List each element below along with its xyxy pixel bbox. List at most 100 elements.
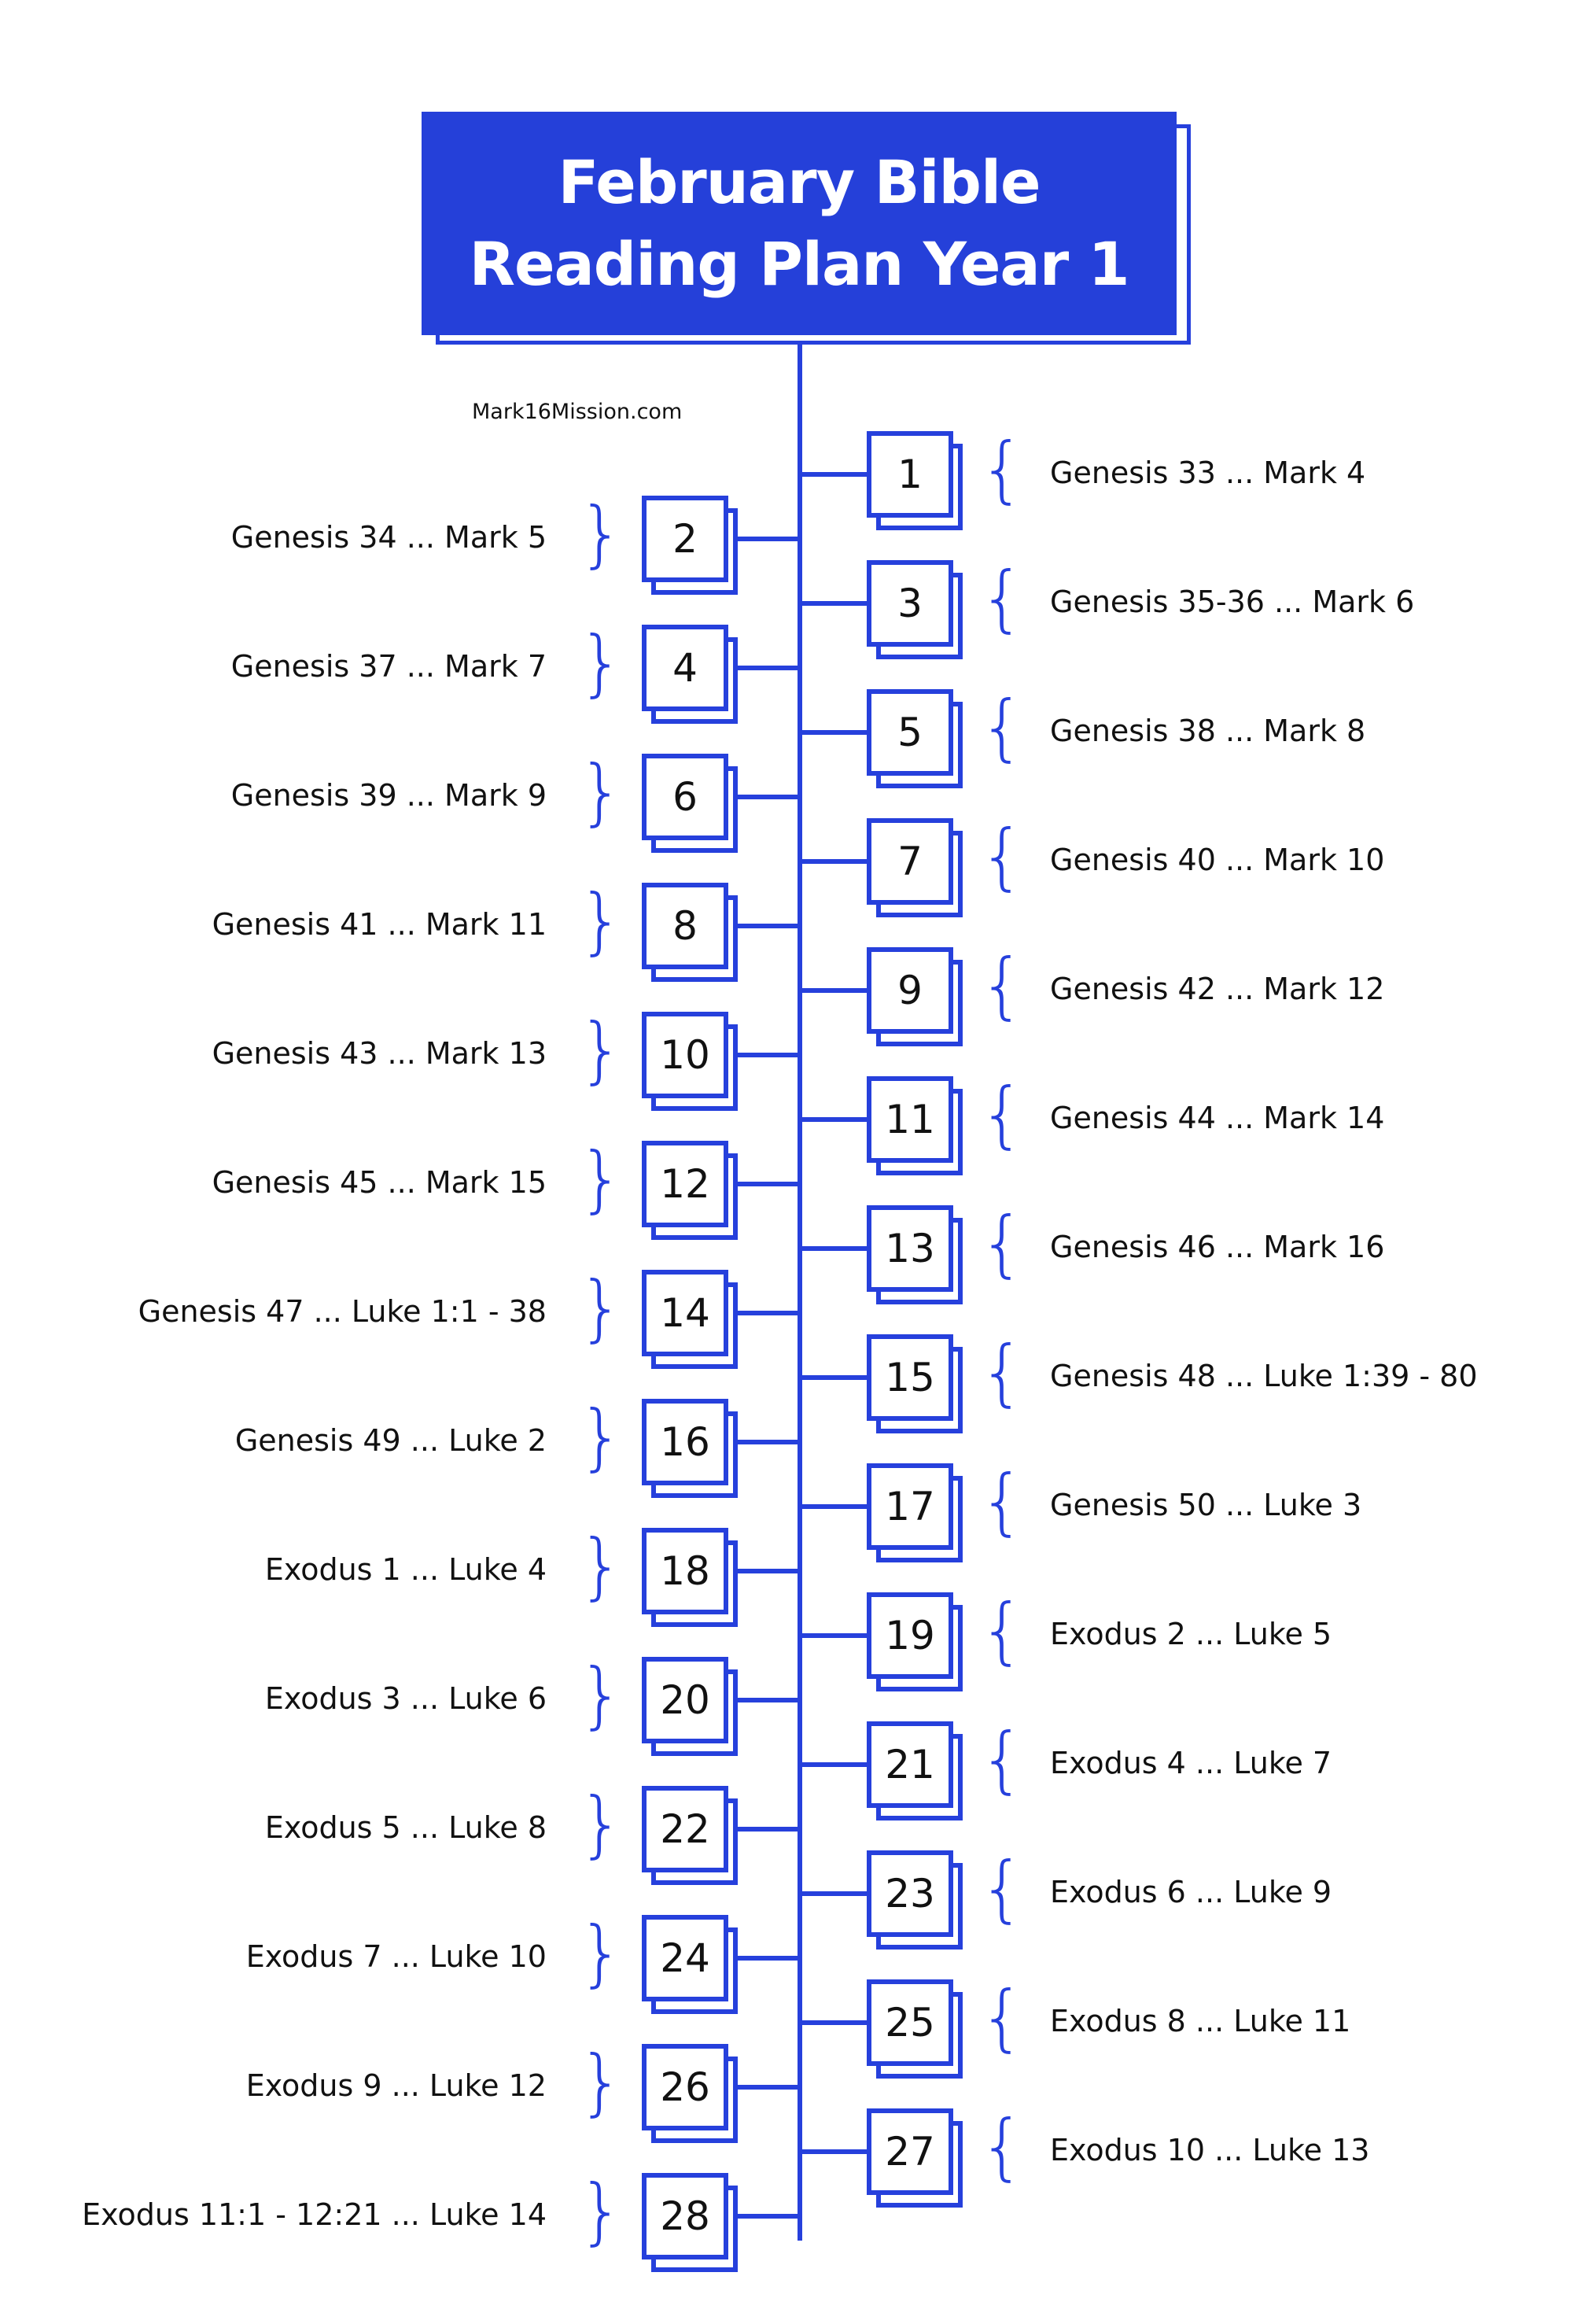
reading-text: Exodus 6 ... Luke 9 <box>1050 1875 1332 1909</box>
reading-text: Exodus 10 ... Luke 13 <box>1050 2133 1370 2167</box>
day-box: 9 <box>867 947 963 1046</box>
left-brace-icon: { <box>979 1588 1026 1673</box>
reading-text: Genesis 46 ... Mark 16 <box>1050 1230 1385 1264</box>
day-number: 6 <box>642 754 728 840</box>
day-number: 16 <box>642 1399 728 1485</box>
connector-line <box>738 1569 800 1573</box>
connector-line <box>800 1762 867 1767</box>
right-brace-icon: } <box>578 1008 624 1092</box>
day-box: 17 <box>867 1463 963 1562</box>
reading-text: Exodus 2 ... Luke 5 <box>1050 1617 1332 1651</box>
day-number: 23 <box>867 1850 953 1937</box>
day-box: 2 <box>642 496 738 595</box>
connector-line <box>800 1375 867 1380</box>
day-box: 16 <box>642 1399 738 1498</box>
reading-text: Exodus 5 ... Luke 8 <box>264 1810 547 1845</box>
day-number: 26 <box>642 2044 728 2130</box>
day-box: 18 <box>642 1528 738 1627</box>
connector-line <box>738 666 800 670</box>
day-number: 15 <box>867 1334 953 1421</box>
connector-line <box>738 924 800 928</box>
day-box: 22 <box>642 1786 738 1885</box>
reading-text: Genesis 44 ... Mark 14 <box>1050 1101 1385 1135</box>
left-brace-icon: { <box>979 814 1026 898</box>
day-box: 24 <box>642 1915 738 2014</box>
connector-line <box>738 1698 800 1702</box>
right-brace-icon: } <box>578 1782 624 1866</box>
day-number: 27 <box>867 2108 953 2195</box>
reading-text: Genesis 43 ... Mark 13 <box>212 1036 547 1071</box>
left-brace-icon: { <box>979 685 1026 769</box>
day-number: 1 <box>867 431 953 518</box>
timeline-spine <box>798 345 802 2241</box>
connector-line <box>738 795 800 799</box>
page-title-line-2: Reading Plan Year 1 <box>469 229 1129 299</box>
connector-line <box>800 859 867 864</box>
connector-line <box>800 1117 867 1122</box>
day-number: 21 <box>867 1721 953 1808</box>
day-number: 13 <box>867 1205 953 1292</box>
day-number: 12 <box>642 1141 728 1227</box>
day-box: 23 <box>867 1850 963 1950</box>
reading-text: Genesis 50 ... Luke 3 <box>1050 1488 1362 1522</box>
connector-line <box>738 537 800 541</box>
left-brace-icon: { <box>979 1975 1026 2060</box>
right-brace-icon: } <box>578 1653 624 1737</box>
connector-line <box>800 1633 867 1638</box>
day-number: 9 <box>867 947 953 1034</box>
day-number: 17 <box>867 1463 953 1550</box>
left-brace-icon: { <box>979 2105 1026 2189</box>
day-box: 12 <box>642 1141 738 1240</box>
connector-line <box>800 2020 867 2025</box>
day-box: 6 <box>642 754 738 853</box>
day-box: 20 <box>642 1657 738 1756</box>
day-box: 3 <box>867 560 963 659</box>
connector-line <box>800 1504 867 1509</box>
reading-text: Exodus 9 ... Luke 12 <box>245 2068 547 2103</box>
reading-text: Genesis 40 ... Mark 10 <box>1050 843 1385 877</box>
day-number: 28 <box>642 2173 728 2259</box>
day-number: 20 <box>642 1657 728 1743</box>
reading-text: Exodus 11:1 - 12:21 ... Luke 14 <box>82 2197 547 2232</box>
right-brace-icon: } <box>578 1524 624 1608</box>
day-box: 19 <box>867 1592 963 1691</box>
left-brace-icon: { <box>979 1201 1026 1286</box>
day-number: 5 <box>867 689 953 776</box>
reading-text: Exodus 3 ... Luke 6 <box>264 1681 547 1716</box>
day-number: 2 <box>642 496 728 582</box>
left-brace-icon: { <box>979 1846 1026 1931</box>
day-box: 7 <box>867 818 963 917</box>
day-box: 4 <box>642 625 738 724</box>
day-number: 11 <box>867 1076 953 1163</box>
day-number: 19 <box>867 1592 953 1679</box>
reading-text: Genesis 34 ... Mark 5 <box>230 520 547 555</box>
connector-line <box>800 1246 867 1251</box>
left-brace-icon: { <box>979 1717 1026 1802</box>
connector-line <box>800 601 867 606</box>
day-number: 24 <box>642 1915 728 2001</box>
right-brace-icon: } <box>578 2169 624 2253</box>
day-box: 28 <box>642 2173 738 2272</box>
title-box: February Bible Reading Plan Year 1 <box>422 112 1177 335</box>
right-brace-icon: } <box>578 1137 624 1221</box>
right-brace-icon: } <box>578 1395 624 1479</box>
day-number: 3 <box>867 560 953 647</box>
day-number: 18 <box>642 1528 728 1614</box>
connector-line <box>738 2085 800 2090</box>
right-brace-icon: } <box>578 492 624 576</box>
connector-line <box>800 2149 867 2154</box>
reading-text: Genesis 48 ... Luke 1:39 - 80 <box>1050 1359 1478 1393</box>
connector-line <box>738 1440 800 1444</box>
right-brace-icon: } <box>578 2040 624 2124</box>
day-number: 25 <box>867 1979 953 2066</box>
right-brace-icon: } <box>578 879 624 963</box>
reading-text: Genesis 47 ... Luke 1:1 - 38 <box>138 1294 547 1329</box>
reading-text: Exodus 1 ... Luke 4 <box>264 1552 547 1587</box>
day-box: 8 <box>642 883 738 982</box>
connector-line <box>738 2214 800 2219</box>
day-box: 14 <box>642 1270 738 1369</box>
left-brace-icon: { <box>979 943 1026 1027</box>
site-credit: Mark16Mission.com <box>472 400 683 424</box>
right-brace-icon: } <box>578 621 624 705</box>
day-box: 15 <box>867 1334 963 1433</box>
